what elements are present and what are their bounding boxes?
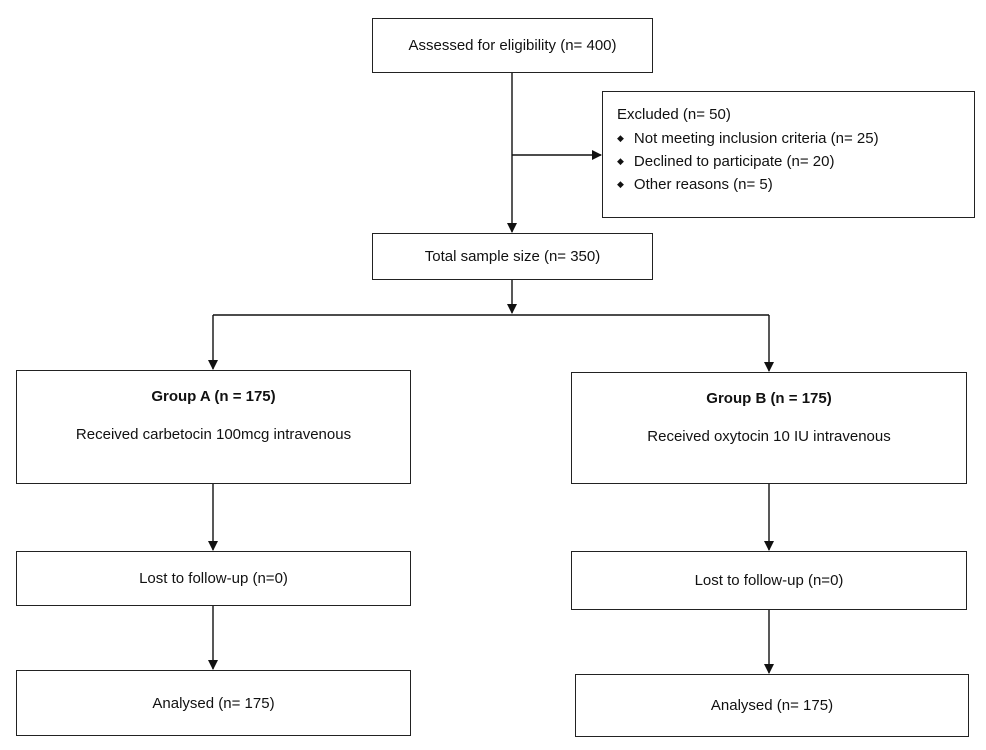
assessed-box: Assessed for eligibility (n= 400) bbox=[372, 18, 653, 73]
total-sample-box: Total sample size (n= 350) bbox=[372, 233, 653, 280]
diamond-bullet-icon: ◆ bbox=[617, 179, 624, 189]
group-a-box: Group A (n = 175) Received carbetocin 10… bbox=[16, 370, 411, 484]
group-b-title: Group B (n = 175) bbox=[706, 390, 832, 407]
group-a-description: Received carbetocin 100mcg intravenous bbox=[75, 426, 352, 443]
group-b-lost-box: Lost to follow-up (n=0) bbox=[571, 551, 967, 610]
excluded-item-label: Not meeting inclusion criteria (n= 25) bbox=[633, 130, 879, 147]
excluded-item-label: Declined to participate (n= 20) bbox=[633, 153, 835, 170]
diamond-bullet-icon: ◆ bbox=[617, 133, 624, 143]
group-b-description: Received oxytocin 10 IU intravenous bbox=[647, 428, 891, 445]
excluded-box: Excluded (n= 50) ◆ Not meeting inclusion… bbox=[602, 91, 975, 218]
excluded-item-label: Other reasons (n= 5) bbox=[633, 176, 773, 193]
group-b-lost-label: Lost to follow-up (n=0) bbox=[694, 572, 844, 589]
excluded-item: ◆ Declined to participate (n= 20) bbox=[617, 153, 974, 170]
group-a-analysed-label: Analysed (n= 175) bbox=[152, 694, 275, 712]
excluded-item: ◆ Not meeting inclusion criteria (n= 25) bbox=[617, 130, 974, 147]
group-b-analysed-box: Analysed (n= 175) bbox=[575, 674, 969, 737]
excluded-list: ◆ Not meeting inclusion criteria (n= 25)… bbox=[617, 130, 974, 193]
group-b-box: Group B (n = 175) Received oxytocin 10 I… bbox=[571, 372, 967, 484]
assessed-label: Assessed for eligibility (n= 400) bbox=[408, 37, 617, 54]
total-sample-label: Total sample size (n= 350) bbox=[424, 248, 601, 265]
group-a-title: Group A (n = 175) bbox=[151, 388, 276, 405]
group-a-analysed-box: Analysed (n= 175) bbox=[16, 670, 411, 736]
group-a-lost-label: Lost to follow-up (n=0) bbox=[139, 570, 288, 587]
excluded-item: ◆ Other reasons (n= 5) bbox=[617, 176, 974, 193]
excluded-heading: Excluded (n= 50) bbox=[617, 106, 731, 123]
group-b-analysed-label: Analysed (n= 175) bbox=[710, 697, 834, 714]
group-a-lost-box: Lost to follow-up (n=0) bbox=[16, 551, 411, 606]
diamond-bullet-icon: ◆ bbox=[617, 156, 624, 166]
